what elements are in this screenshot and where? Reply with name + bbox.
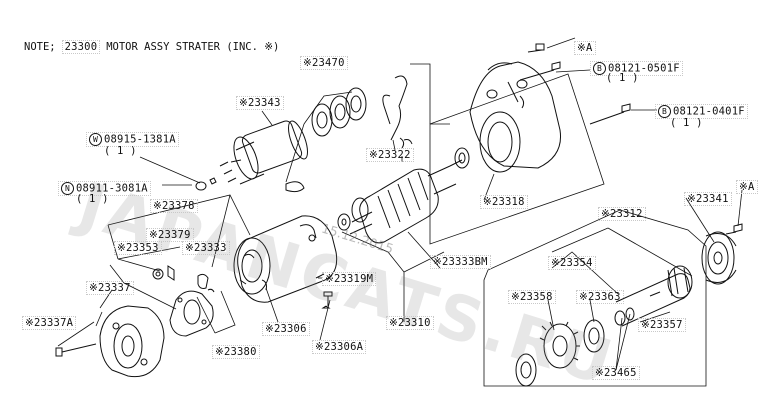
circle-mark-n: N	[61, 182, 74, 195]
circle-mark-b: B	[593, 62, 606, 75]
circle-mark-w: W	[89, 133, 102, 146]
part-label-23379[interactable]: ※23379	[146, 228, 194, 242]
part-label-23333bm[interactable]: ※23333BM	[430, 255, 491, 269]
part-label-23337[interactable]: ※23337	[86, 281, 134, 295]
part-label-23318[interactable]: ※23318	[480, 195, 528, 209]
yoke-part	[233, 215, 338, 303]
quantity-08915: ( 1 )	[104, 145, 137, 157]
plate-part	[169, 290, 214, 337]
note-line: NOTE; 23300 MOTOR ASSY STRATER (INC. ※)	[24, 40, 285, 54]
through-bolt-part	[519, 43, 743, 235]
part-number-08121-0401f: 08121-0401F	[673, 105, 745, 118]
part-label-23341[interactable]: ※23341	[684, 192, 732, 206]
part-label-23322[interactable]: ※23322	[366, 148, 414, 162]
armature-part	[337, 159, 463, 244]
part-label-23343[interactable]: ※23343	[236, 96, 284, 110]
note-text: MOTOR ASSY STRATER (INC. ※)	[106, 41, 280, 53]
part-label-23319m[interactable]: ※23319M	[322, 272, 377, 286]
part-label-23310[interactable]: ※23310	[386, 316, 434, 330]
fork-part	[285, 181, 305, 193]
rear-cover-part	[99, 305, 165, 378]
part-label-23378[interactable]: ※23378	[150, 199, 198, 213]
part-label-a-top[interactable]: ※A	[574, 41, 596, 55]
part-label-23306[interactable]: ※23306	[262, 322, 310, 336]
note-code[interactable]: 23300	[61, 40, 101, 54]
part-label-23358[interactable]: ※23358	[508, 290, 556, 304]
bolt-part	[55, 343, 97, 357]
part-label-23306a[interactable]: ※23306A	[312, 340, 367, 354]
part-label-23465[interactable]: ※23465	[592, 366, 640, 380]
quantity-08121-0401f: ( 1 )	[670, 117, 703, 129]
part-number-08911: 08911-3081A	[76, 182, 148, 195]
part-label-23380[interactable]: ※23380	[212, 345, 260, 359]
part-label-23353[interactable]: ※23353	[114, 241, 162, 255]
gear-set-part	[515, 307, 635, 387]
washer-set-part	[311, 87, 367, 137]
quantity-08121-0501f: ( 1 )	[606, 72, 639, 84]
part-number-08915: 08915-1381A	[104, 133, 176, 146]
circle-mark-b: B	[658, 105, 671, 118]
part-label-23354[interactable]: ※23354	[548, 256, 596, 270]
part-label-23470[interactable]: ※23470	[300, 56, 348, 70]
part-label-23357[interactable]: ※23357	[638, 318, 686, 332]
part-label-23333[interactable]: ※23333	[182, 241, 230, 255]
brush-holder-part	[152, 265, 215, 293]
solenoid-part	[219, 120, 308, 185]
front-housing-part	[469, 61, 562, 173]
part-label-23363[interactable]: ※23363	[576, 290, 624, 304]
part-label-23312[interactable]: ※23312	[598, 207, 646, 221]
bearing-part	[454, 147, 470, 169]
pinion-housing-part	[701, 231, 737, 285]
part-number-08121-0501f: 08121-0501F	[608, 62, 680, 75]
part-label-a-right[interactable]: ※A	[736, 180, 758, 194]
shift-lever-part	[382, 75, 413, 149]
part-label-23337a[interactable]: ※23337A	[22, 316, 77, 330]
quantity-08911: ( 1 )	[76, 193, 109, 205]
small-hardware-part	[195, 159, 242, 191]
note-prefix: NOTE;	[24, 41, 56, 53]
